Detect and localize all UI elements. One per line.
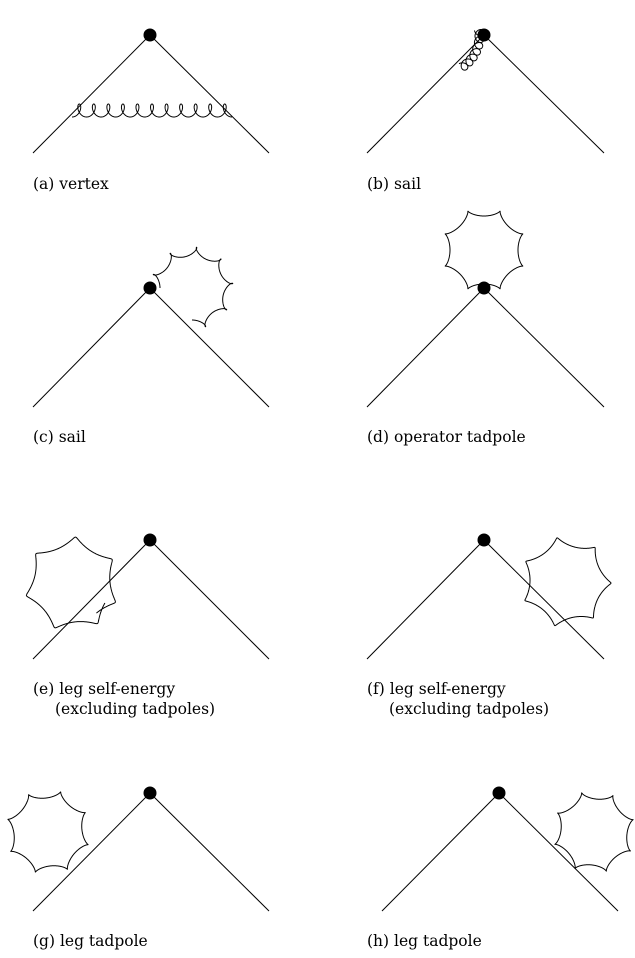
diagram-d-operator-tadpole [366, 210, 605, 408]
caption-h: (h) leg tadpole [367, 932, 482, 950]
incoming-fermion-line [366, 287, 485, 408]
gluon-tadpole-loop [7, 791, 89, 873]
gluon-loop [458, 29, 485, 71]
gluon-loop [25, 536, 116, 629]
operator-vertex-dot [143, 533, 157, 547]
incoming-fermion-line [32, 792, 151, 912]
operator-vertex-dot [477, 533, 491, 547]
caption-e: (e) leg self-energy (excluding tadpoles) [33, 679, 215, 719]
gluon-propagator [71, 103, 233, 118]
incoming-fermion-line [32, 539, 151, 660]
diagram-g-leg-tadpole [7, 786, 270, 912]
outgoing-fermion-line [149, 287, 270, 408]
gluon-loop [152, 246, 234, 328]
caption-d: (d) operator tadpole [367, 428, 526, 446]
caption-f-line2: (excluding tadpoles) [389, 700, 550, 718]
caption-f-line1: (f) leg self-energy [367, 680, 506, 698]
outgoing-fermion-line [483, 539, 605, 660]
operator-vertex-dot [477, 281, 491, 295]
incoming-fermion-line [32, 287, 151, 408]
diagram-h-leg-tadpole [381, 786, 634, 912]
outgoing-fermion-line [149, 792, 270, 912]
outgoing-fermion-line [149, 34, 270, 154]
caption-g: (g) leg tadpole [33, 932, 148, 950]
outgoing-fermion-line [498, 792, 619, 912]
diagram-c-sail [32, 246, 270, 408]
gluon-tadpole-loop [554, 792, 634, 872]
caption-c: (c) sail [33, 428, 86, 446]
operator-vertex-dot [143, 28, 157, 42]
caption-f: (f) leg self-energy (excluding tadpoles) [367, 679, 549, 719]
diagram-a-vertex [32, 28, 270, 154]
caption-e-line2: (excluding tadpoles) [55, 700, 216, 718]
outgoing-fermion-line [149, 539, 270, 660]
incoming-fermion-line [32, 34, 151, 154]
operator-vertex-dot [143, 786, 157, 800]
gluon-tadpole-loop [444, 210, 524, 290]
gluon-loop [524, 537, 612, 627]
operator-vertex-dot [477, 28, 491, 42]
diagram-b-sail [366, 28, 605, 154]
caption-a: (a) vertex [33, 175, 109, 193]
caption-b: (b) sail [367, 175, 422, 193]
diagram-e-leg-self-energy [25, 533, 270, 660]
outgoing-fermion-line [483, 34, 605, 154]
operator-vertex-dot [143, 281, 157, 295]
caption-e-line1: (e) leg self-energy [33, 680, 176, 698]
incoming-fermion-line [381, 792, 500, 912]
diagram-f-leg-self-energy [366, 533, 612, 660]
incoming-fermion-line [366, 34, 485, 154]
outgoing-fermion-line [483, 287, 605, 408]
incoming-fermion-line [366, 539, 485, 660]
operator-vertex-dot [492, 786, 506, 800]
